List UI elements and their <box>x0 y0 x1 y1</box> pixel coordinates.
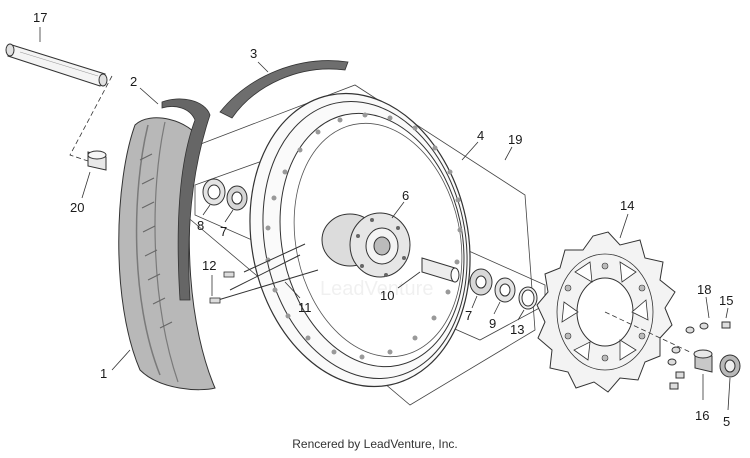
seal-9-part <box>494 277 516 303</box>
bearing-8-part <box>202 178 226 206</box>
spacer-part <box>87 150 107 171</box>
callout-7b: 7 <box>465 308 472 323</box>
spokes-part <box>217 243 319 301</box>
nipples-part <box>209 271 235 304</box>
leader-5 <box>727 377 731 411</box>
axle-part <box>5 43 108 87</box>
axle-path-dashed <box>69 75 113 166</box>
leader-14 <box>619 213 629 239</box>
strip-part <box>219 60 349 119</box>
callout-13: 13 <box>510 322 524 337</box>
callout-12: 12 <box>202 258 216 273</box>
bearing-7b-part <box>469 268 493 296</box>
callout-19: 19 <box>508 132 522 147</box>
callout-14: 14 <box>620 198 634 213</box>
hub-spacer-part <box>421 257 460 283</box>
callout-15: 15 <box>719 293 733 308</box>
leader-13 <box>517 309 525 321</box>
leader-8 <box>202 204 211 216</box>
callout-10: 10 <box>380 288 394 303</box>
rim-tape-part <box>161 98 211 301</box>
callout-3: 3 <box>250 46 257 61</box>
disc-bolts-part <box>667 321 731 390</box>
leader-3 <box>257 61 269 73</box>
leader-2 <box>139 87 159 105</box>
bearing-7a-part <box>226 185 248 211</box>
leader-10 <box>397 271 421 289</box>
callout-16: 16 <box>695 408 709 423</box>
callout-17: 17 <box>33 10 47 25</box>
callout-8: 8 <box>197 218 204 233</box>
callout-2: 2 <box>130 74 137 89</box>
leader-15 <box>725 307 729 319</box>
leader-18 <box>705 296 710 319</box>
callout-5: 5 <box>723 414 730 429</box>
leader-19 <box>504 146 513 161</box>
callout-18: 18 <box>697 282 711 297</box>
callout-1: 1 <box>100 366 107 381</box>
callout-11: 11 <box>298 300 312 315</box>
render-credit: Rencered by LeadVenture, Inc. <box>292 437 458 451</box>
leader-1 <box>111 349 131 371</box>
leader-7a <box>224 209 234 223</box>
watermark-text: LeadVenture <box>320 278 433 300</box>
callout-6: 6 <box>402 188 409 203</box>
leader-4 <box>461 141 479 161</box>
callout-20: 20 <box>70 200 84 215</box>
ring-13-part <box>518 286 538 310</box>
leader-9 <box>493 301 501 315</box>
leader-11 <box>284 281 301 299</box>
nut-5-part <box>719 354 741 378</box>
callout-7a: 7 <box>220 224 227 239</box>
leader-6 <box>391 201 405 219</box>
brake-disc-part <box>536 231 676 393</box>
tire-part <box>118 117 216 391</box>
leader-7b <box>471 295 478 309</box>
hub-part <box>321 212 411 278</box>
wheel-spacer-16-part <box>693 349 713 373</box>
callout-4: 4 <box>477 128 484 143</box>
leader-20 <box>81 171 91 199</box>
callout-9: 9 <box>489 316 496 331</box>
